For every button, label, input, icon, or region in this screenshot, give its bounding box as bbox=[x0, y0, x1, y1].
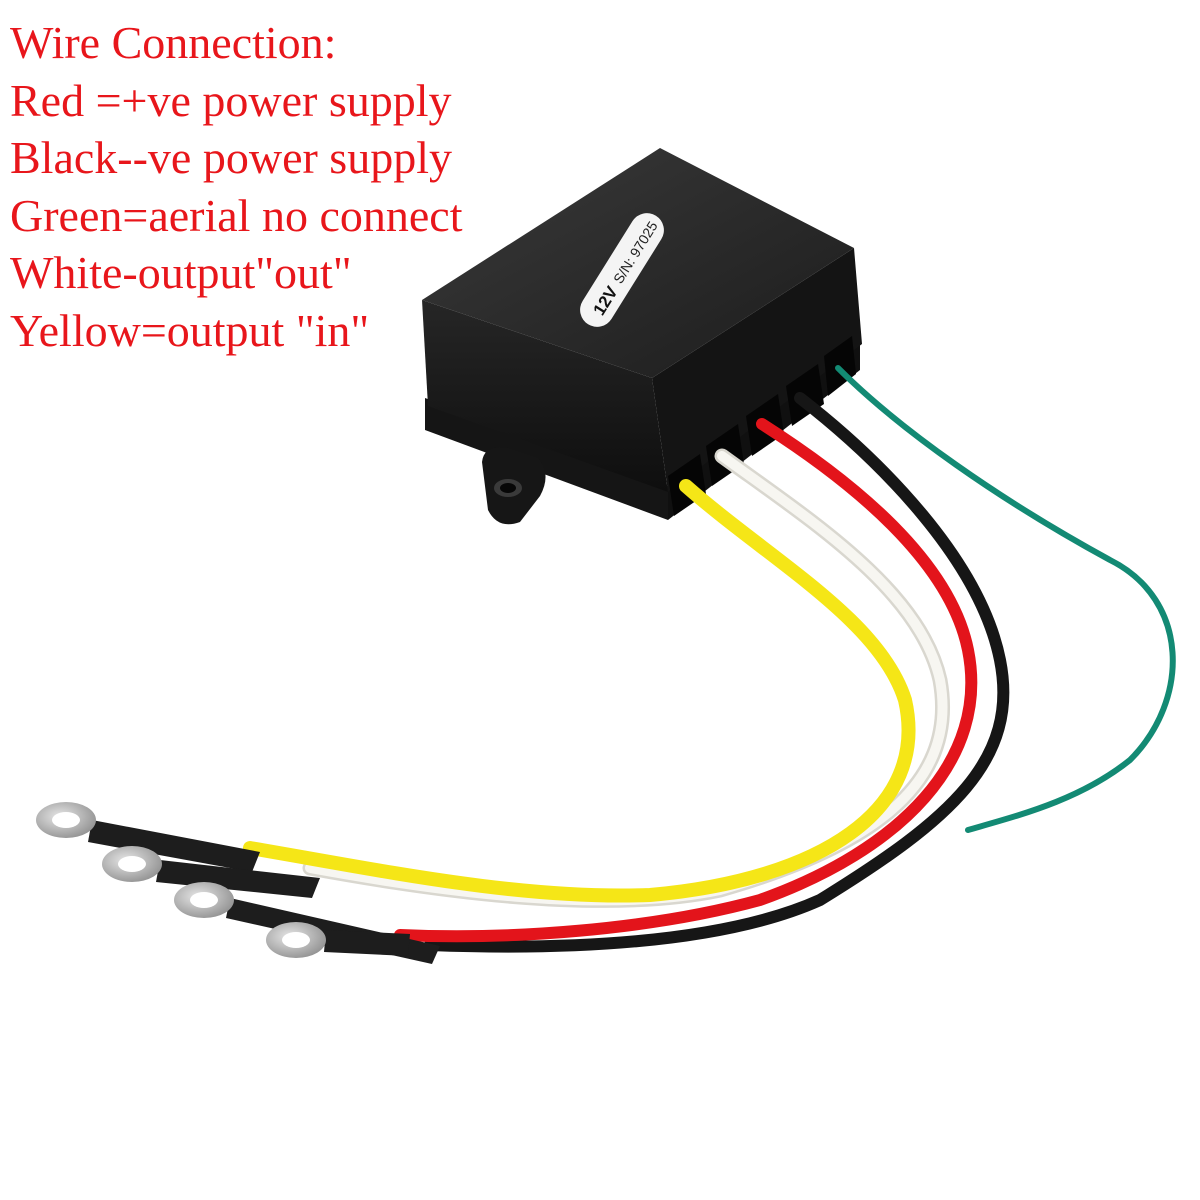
box-base bbox=[425, 398, 668, 520]
box-front-face bbox=[652, 248, 862, 492]
wire-green bbox=[835, 365, 1176, 833]
wires bbox=[243, 365, 1176, 953]
ring-terminal-yellow bbox=[36, 802, 260, 872]
wire-red bbox=[394, 418, 978, 943]
caption-line-black: Black--ve power supply bbox=[10, 132, 452, 183]
ring-terminals bbox=[36, 802, 440, 964]
caption-line-yellow: Yellow=output "in" bbox=[10, 304, 370, 356]
ring-terminal-red bbox=[266, 922, 410, 958]
wire-connection-caption: Wire Connection: Red =+ve power supply B… bbox=[10, 14, 570, 359]
caption-title: Wire Connection: bbox=[10, 17, 337, 68]
caption-line-white: White-output"out" bbox=[10, 247, 352, 298]
mounting-tab bbox=[482, 447, 546, 525]
box-left-face bbox=[422, 300, 668, 492]
caption-line-red: Red =+ve power supply bbox=[10, 74, 452, 126]
wire-black bbox=[424, 392, 1010, 953]
wire-yellow bbox=[243, 479, 916, 903]
ring-terminal-white bbox=[102, 846, 320, 898]
caption-line-green: Green=aerial no connect bbox=[10, 189, 463, 241]
wire-white-inner bbox=[305, 451, 948, 906]
